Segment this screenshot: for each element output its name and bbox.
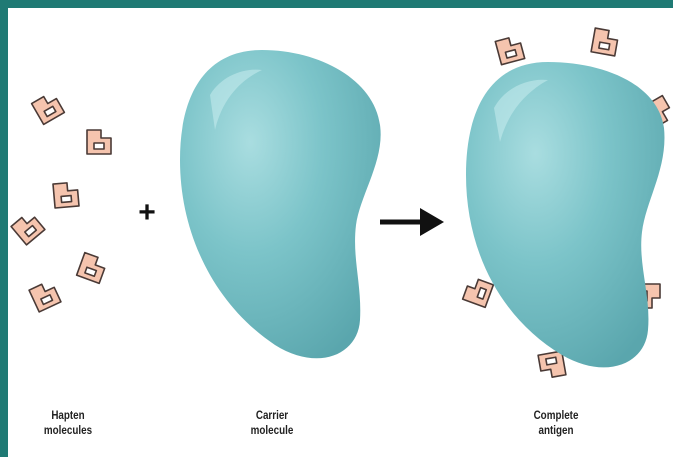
complete-label-line2: antigen (523, 423, 589, 438)
hapten-molecule (32, 92, 65, 125)
free-haptens (11, 92, 111, 312)
hapten-molecule (87, 130, 111, 154)
hapten-molecule (495, 35, 524, 64)
carrier-label: Carrier molecule (239, 408, 305, 438)
hapten-label: Hapten molecules (35, 408, 101, 438)
hapten-molecule (77, 253, 108, 284)
complete-antigen-label: Complete antigen (523, 408, 589, 438)
hapten-label-line2: molecules (35, 423, 101, 438)
complete-label-line1: Complete (523, 408, 589, 423)
right-arrow-icon (380, 208, 444, 236)
hapten-molecule (29, 280, 61, 312)
carrier-label-line2: molecule (239, 423, 305, 438)
carrier-molecule (180, 50, 381, 358)
carrier-label-line1: Carrier (239, 408, 305, 423)
hapten-label-line1: Hapten (35, 408, 101, 423)
plus-sign: + (138, 196, 156, 229)
hapten-molecule (538, 351, 566, 379)
hapten-molecule (53, 182, 79, 208)
hapten-molecule (11, 211, 45, 245)
hapten-molecule (591, 28, 619, 56)
hapten-molecule (463, 277, 494, 308)
